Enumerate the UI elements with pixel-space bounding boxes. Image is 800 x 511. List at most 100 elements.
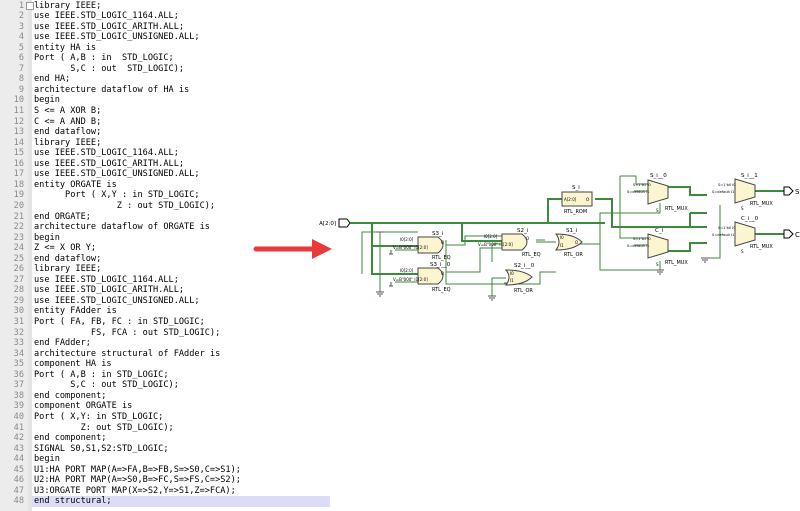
or-block-s1-i[interactable]: S1_i I0 I1 O RTL_OR (555, 228, 583, 258)
output-port-s[interactable]: S (783, 186, 800, 196)
line-number: 43 (13, 443, 24, 454)
input-port-a[interactable]: A[2:0] (319, 218, 351, 228)
arrow-head (312, 239, 332, 259)
line-number: 5 (18, 42, 24, 53)
code-line[interactable]: end dataflow; (34, 127, 102, 138)
code-line[interactable]: Z: out STD_LOGIC); (34, 422, 174, 433)
code-line[interactable]: U1:HA PORT MAP(A=>FA,B=>FB,S=>S0,C=>S1); (34, 464, 241, 475)
port-label: S=1'b0 I0 (718, 226, 736, 230)
code-line[interactable]: use IEEE.STD_LOGIC_UNSIGNED.ALL; (34, 295, 200, 306)
code-line[interactable]: S,C : out STD_LOGIC); (34, 63, 185, 74)
fold-toggle-icon[interactable] (26, 2, 34, 10)
line-number: 2 (18, 11, 24, 22)
block-name: S_i__1 (741, 173, 758, 179)
code-line[interactable]: Port ( FA, FB, FC : in STD_LOGIC; (34, 317, 205, 327)
mux-block-c-i[interactable]: C_i S=1'b1 I0 S=default I1 S RTL_MUX (627, 228, 688, 267)
line-number: 26 (13, 264, 24, 275)
or-block-s2-i-0[interactable]: S2_i__0 I0 I1 RTL_OR (504, 263, 535, 294)
code-line[interactable]: begin (34, 95, 60, 106)
port-label: A[2:0] (564, 197, 577, 202)
code-line[interactable]: library IEEE; (34, 137, 102, 148)
ground-symbols (376, 231, 709, 301)
code-line[interactable]: Z : out STD_LOGIC); (34, 200, 216, 211)
port-label: I0 (560, 235, 564, 240)
port-label: S=1'b1 I0 (633, 237, 651, 241)
code-line[interactable]: SIGNAL S0,S1,S2:STD_LOGIC; (34, 443, 169, 454)
line-number: 22 (13, 222, 24, 233)
code-line[interactable]: use IEEE.STD_LOGIC_ARITH.ALL; (34, 285, 185, 296)
line-number: 31 (13, 317, 24, 327)
port-label: V=B"000" I1[2:0] (478, 242, 513, 247)
code-line[interactable]: FS, FCA : out STD_LOGIC); (34, 327, 221, 338)
code-line[interactable]: C <= A AND B; (34, 116, 102, 127)
current-line-highlight (32, 496, 330, 507)
code-line[interactable]: Port ( X,Y : in STD_LOGIC; (34, 190, 200, 201)
line-number: 44 (13, 454, 24, 465)
code-line[interactable]: entity HA is (34, 42, 97, 53)
code-line[interactable]: end component; (34, 390, 107, 401)
code-line[interactable]: use IEEE.STD_LOGIC_UNSIGNED.ALL; (34, 32, 200, 43)
port-label: I0 (510, 271, 514, 276)
rom-block-s-i[interactable]: S_i A[2:0] O RTL_ROM (561, 185, 593, 215)
code-line[interactable]: end ORGATE; (34, 211, 91, 222)
code-line[interactable]: entity FAdder is (34, 306, 117, 317)
block-type: RTL_MUX (750, 201, 773, 207)
code-line[interactable]: entity ORGATE is (34, 179, 117, 190)
code-line[interactable]: end FAdder; (34, 338, 91, 349)
line-number: 10 (13, 95, 24, 106)
port-label: O (526, 236, 529, 241)
code-line[interactable]: use IEEE.STD_LOGIC_UNSIGNED.ALL; (34, 169, 200, 180)
code-line[interactable]: end dataflow; (34, 253, 102, 264)
line-number: 24 (13, 243, 24, 254)
code-line[interactable]: component ORGATE is (34, 401, 133, 412)
port-label: S=default I1 (712, 190, 734, 194)
mux-block-s-i-0[interactable]: S_i__0 S=1'b1 I0 S=default I1 S RTL_MUX (627, 173, 688, 213)
eq-block-s3-i-0[interactable]: S3_i__0 I0[2:0] V=B"000" I1[2:0] O RTL_E… (393, 262, 451, 293)
output-port-s-label: S (795, 188, 800, 196)
code-line[interactable]: end structural; (34, 496, 112, 507)
code-line[interactable]: S <= A XOR B; (34, 106, 102, 116)
line-number: 37 (13, 380, 24, 391)
code-line[interactable]: use IEEE.STD_LOGIC_1164.ALL; (34, 274, 179, 285)
fold-margin[interactable] (28, 0, 32, 511)
code-line[interactable]: end component; (34, 433, 107, 444)
port-label: I1 (510, 278, 514, 283)
code-line[interactable]: Port ( X,Y: in STD_LOGIC; (34, 411, 164, 422)
code-line[interactable]: component HA is (34, 359, 112, 370)
code-line[interactable]: library IEEE; (34, 264, 102, 275)
code-line[interactable]: S,C : out STD_LOGIC); (34, 380, 179, 391)
line-number: 7 (18, 63, 24, 74)
code-line[interactable]: use IEEE.STD_LOGIC_1164.ALL; (34, 11, 179, 22)
code-line[interactable]: end HA; (34, 74, 71, 85)
eq-block-s3-i[interactable]: S3_i I0[2:0] V=B"000" I1[2:0] O RTL_EQ (393, 231, 451, 261)
code-line[interactable]: architecture dataflow of HA is (34, 84, 190, 95)
code-line[interactable]: Port ( A,B : in STD_LOGIC; (34, 369, 169, 380)
mux-block-s-i-1[interactable]: S_i__1 S=1'b0 I0 S=default I1 S RTL_MUX (712, 173, 773, 211)
mux-block-c-i-0[interactable]: C_i__0 S=1'b0 I0 S=default I1 S RTL_MUX (712, 216, 773, 254)
code-line[interactable]: architecture structural of FAdder is (34, 348, 221, 359)
output-port-c-label: C (795, 231, 800, 239)
eq-block-s2-i[interactable]: S2_i I0[2:0] V=B"000" I1[2:0] O RTL_EQ (478, 228, 541, 258)
line-number: 30 (13, 306, 24, 317)
block-type: RTL_MUX (665, 206, 688, 212)
code-line[interactable]: library IEEE; (34, 0, 102, 11)
code-line[interactable]: Port ( A,B : in STD_LOGIC; (34, 53, 174, 64)
line-number: 35 (13, 359, 24, 370)
code-line[interactable]: use IEEE.STD_LOGIC_ARITH.ALL; (34, 158, 185, 169)
code-line[interactable]: U3:ORGATE PORT MAP(X=>S2,Y=>S1,Z=>FCA); (34, 485, 236, 496)
code-line[interactable]: architecture dataflow of ORGATE is (34, 222, 210, 233)
code-line[interactable]: begin (34, 454, 60, 465)
code-line[interactable]: begin (34, 232, 60, 243)
output-port-c[interactable]: C (783, 229, 800, 239)
code-line[interactable]: U2:HA PORT MAP(A=>S0,B=>FC,S=>FS,C=>S2); (34, 475, 241, 486)
line-number: 25 (13, 253, 24, 264)
line-number: 8 (18, 74, 24, 85)
line-number: 42 (13, 433, 24, 444)
line-number: 29 (13, 295, 24, 306)
code-line[interactable]: use IEEE.STD_LOGIC_1164.ALL; (34, 148, 179, 159)
line-number: 32 (13, 327, 24, 338)
code-line[interactable]: use IEEE.STD_LOGIC_ARITH.ALL; (34, 21, 185, 32)
code-line[interactable]: Z <= X OR Y; (34, 243, 97, 254)
